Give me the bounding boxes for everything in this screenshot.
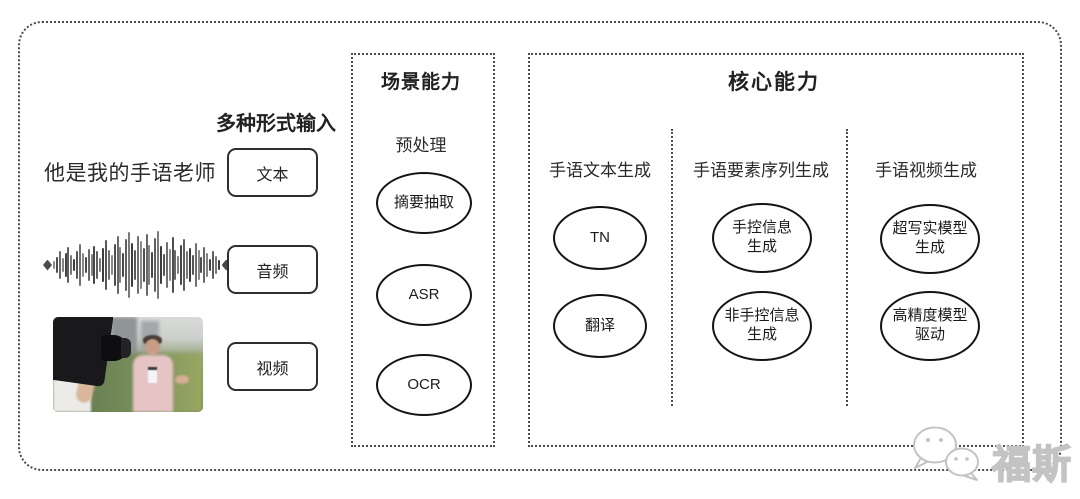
- node-high-precision-model-driving: 高精度模型 驱动: [880, 291, 980, 361]
- camera-lens-tip-shape: [121, 338, 131, 358]
- input-box-video: 视频: [227, 342, 318, 391]
- column-divider: [671, 129, 673, 406]
- node-non-manual-info-generation-label: 非手控信息 生成: [724, 307, 800, 343]
- column-header-sl-text-generation: 手语文本生成: [549, 161, 651, 180]
- input-section-label: 多种形式输入: [216, 113, 336, 135]
- outer-dotted-frame: [18, 21, 1062, 471]
- reporter-pink-jacket: [133, 355, 173, 412]
- node-hyperrealistic-model-generation: 超写实模型 生成: [880, 204, 980, 274]
- column-header-sl-video-generation: 手语视频生成: [875, 161, 977, 180]
- node-translation: 翻译: [553, 294, 647, 358]
- node-translation-label: 翻译: [584, 316, 615, 334]
- node-non-manual-info-generation: 非手控信息 生成: [712, 291, 812, 361]
- scene-capability-box: [351, 53, 495, 447]
- node-manual-info-generation: 手控信息 生成: [712, 203, 812, 273]
- sample-sentence-text: 他是我的手语老师: [44, 162, 216, 185]
- audio-waveform-icon: [42, 228, 231, 302]
- watermark-text: 福斯特: [991, 443, 1073, 488]
- column-header-sl-element-sequence-generation: 手语要素序列生成: [693, 161, 829, 180]
- node-summary-extraction-label: 摘要抽取: [393, 193, 454, 211]
- core-capability-box: [528, 53, 1024, 447]
- scene-capability-title: 场景能力: [380, 72, 461, 93]
- microphone-shape: [148, 367, 157, 383]
- wechat-logo-icon: [913, 426, 979, 481]
- node-ocr-label: OCR: [407, 375, 441, 393]
- node-hyperrealistic-model-generation-label: 超写实模型 生成: [892, 220, 968, 256]
- input-box-video-label: 视频: [256, 360, 289, 378]
- core-capability-title: 核心能力: [728, 71, 820, 94]
- reporter-head: [145, 339, 160, 355]
- node-tn-label: TN: [590, 228, 610, 246]
- node-asr-label: ASR: [408, 285, 440, 303]
- node-tn: TN: [553, 206, 647, 270]
- reporter-hand: [175, 375, 189, 384]
- node-high-precision-model-driving-label: 高精度模型 驱动: [892, 307, 968, 343]
- column-divider: [846, 129, 848, 406]
- input-box-text-label: 文本: [256, 166, 289, 184]
- input-box-audio: 音频: [227, 245, 318, 294]
- node-manual-info-generation-label: 手控信息 生成: [731, 219, 792, 255]
- node-asr: ASR: [376, 264, 472, 326]
- video-thumbnail-image: [53, 317, 203, 412]
- input-box-audio-label: 音频: [256, 263, 289, 281]
- input-box-text: 文本: [227, 148, 318, 197]
- node-summary-extraction: 摘要抽取: [376, 172, 472, 234]
- preprocessing-label: 预处理: [395, 136, 447, 155]
- node-ocr: OCR: [376, 354, 472, 416]
